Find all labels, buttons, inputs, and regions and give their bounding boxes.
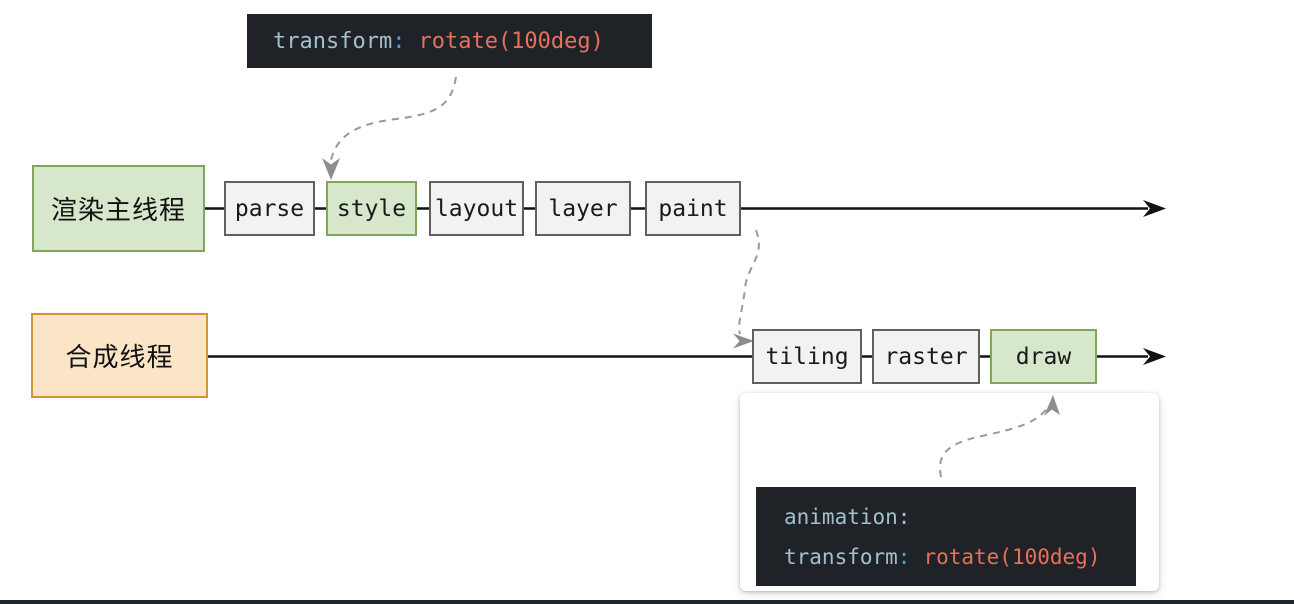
trigger-css-line: transform: rotate(100deg) <box>273 29 652 54</box>
stage-raster: raster <box>872 329 980 384</box>
trigger-to-style-dashed-arrow <box>330 76 457 161</box>
composite-animation-card: animation: transform: rotate(100deg) <box>740 393 1159 591</box>
css-property-value: rotate(100deg) <box>923 544 1101 569</box>
css-property-name: animation <box>784 504 898 529</box>
css-property-value: rotate(100deg) <box>418 28 604 54</box>
animation-css-snippet: animation: transform: rotate(100deg) <box>756 487 1136 586</box>
stage-paint: paint <box>645 181 741 236</box>
slide-bottom-border <box>0 600 1294 604</box>
stage-draw: draw <box>990 329 1097 384</box>
css-property-name: transform <box>273 28 393 54</box>
compositor-thread-label: 合成线程 <box>31 313 208 398</box>
trigger-arrowhead-icon <box>322 158 340 180</box>
compositor-thread-arrowhead-icon <box>1143 348 1166 365</box>
main-thread-arrowhead-icon <box>1143 200 1166 217</box>
stage-parse: parse <box>224 181 315 236</box>
paint-to-tiling-dashed-arrow <box>738 229 760 335</box>
css-property-name: transform <box>784 544 898 569</box>
stage-tiling: tiling <box>752 329 862 384</box>
animation-css-line2: transform: rotate(100deg) <box>784 545 1136 569</box>
commit-arrowhead-icon <box>733 333 754 349</box>
css-colon: : <box>897 544 911 569</box>
trigger-css-snippet: transform: rotate(100deg) <box>247 14 652 68</box>
stage-layer: layer <box>535 181 631 236</box>
stage-layout: layout <box>429 181 524 236</box>
css-colon: : <box>897 504 911 529</box>
main-thread-label: 渲染主线程 <box>32 165 205 252</box>
css-colon: : <box>392 28 406 54</box>
stage-style: style <box>326 181 417 236</box>
animation-css-line1: animation: <box>784 505 1136 529</box>
